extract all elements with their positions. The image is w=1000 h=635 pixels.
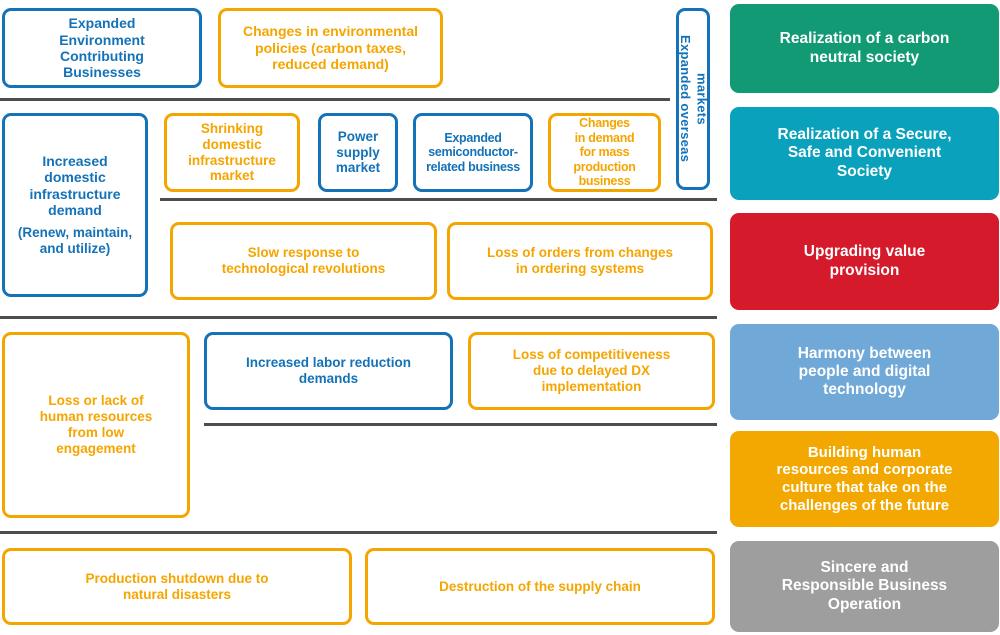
box-delayed-dx-competitiveness: Loss of competitiveness due to delayed D…: [468, 332, 715, 410]
row-divider-labor: [204, 423, 717, 426]
materiality-sincere-responsible-operation: Sincere and Responsible Business Operati…: [730, 541, 999, 632]
box-label: Changes in demand for mass production bu…: [573, 115, 636, 189]
materiality-secure-safe-convenient-society: Realization of a Secure, Safe and Conven…: [730, 107, 999, 200]
box-label: Loss of competitiveness due to delayed D…: [512, 347, 671, 394]
box-label: Expanded semiconductor- related business: [426, 130, 520, 174]
materiality-building-human-resources: Building human resources and corporate c…: [730, 431, 999, 527]
box-labor-reduction-demands: Increased labor reduction demands: [204, 332, 453, 410]
materiality-label: Upgrading value provision: [803, 243, 926, 279]
box-environmental-policy-changes: Changes in environmental policies (carbo…: [218, 8, 443, 88]
row-divider-market: [160, 198, 717, 201]
materiality-upgrading-value-provision: Upgrading value provision: [730, 213, 999, 310]
box-slow-response-technology: Slow response to technological revolutio…: [170, 222, 437, 300]
box-sublabel: (Renew, maintain, and utilize): [17, 225, 133, 257]
box-label: Increased labor reduction demands: [245, 355, 412, 386]
materiality-label: Building human resources and corporate c…: [776, 443, 953, 514]
box-expanded-environment-businesses: Expanded Environment Contributing Busine…: [2, 8, 202, 88]
materiality-harmony-people-digital: Harmony between people and digital techn…: [730, 324, 999, 420]
box-power-supply-market: Power supply market: [318, 113, 398, 192]
box-label-vertical: Expanded overseas markets: [678, 35, 710, 163]
materiality-label: Realization of a Secure, Safe and Conven…: [777, 126, 952, 180]
box-shrinking-domestic-market: Shrinking domestic infrastructure market: [164, 113, 300, 192]
box-expanded-overseas-markets: Expanded overseas markets: [676, 8, 710, 190]
box-label: Power supply market: [335, 128, 381, 176]
box-label: Changes in environmental policies (carbo…: [242, 23, 419, 73]
materiality-carbon-neutral-society: Realization of a carbon neutral society: [730, 4, 999, 93]
box-semiconductor-business: Expanded semiconductor- related business: [413, 113, 533, 192]
box-natural-disaster-shutdown: Production shutdown due to natural disas…: [2, 548, 352, 625]
box-label: Shrinking domestic infrastructure market: [188, 120, 276, 184]
materiality-label: Sincere and Responsible Business Operati…: [781, 559, 948, 613]
box-mass-production-demand: Changes in demand for mass production bu…: [548, 113, 661, 192]
box-supply-chain-destruction: Destruction of the supply chain: [365, 548, 715, 625]
box-loss-of-human-resources: Loss or lack of human resources from low…: [2, 332, 190, 518]
box-label: Loss of orders from changes in ordering …: [486, 245, 674, 276]
box-label: Expanded Environment Contributing Busine…: [59, 15, 145, 81]
box-increased-infrastructure-demand: Increased domestic infrastructure demand…: [2, 113, 148, 297]
row-divider-value: [0, 316, 717, 319]
materiality-label: Realization of a carbon neutral society: [779, 30, 950, 66]
box-loss-of-orders: Loss of orders from changes in ordering …: [447, 222, 713, 300]
box-label: Destruction of the supply chain: [439, 578, 641, 594]
box-label: Loss or lack of human resources from low…: [39, 393, 153, 456]
row-divider-bottom: [0, 531, 717, 534]
box-label: Production shutdown due to natural disas…: [85, 570, 269, 602]
materiality-label: Harmony between people and digital techn…: [797, 344, 932, 399]
box-label: Increased domestic infrastructure demand: [29, 152, 121, 219]
box-label: Slow response to technological revolutio…: [221, 245, 386, 276]
row-divider-top: [0, 98, 670, 101]
